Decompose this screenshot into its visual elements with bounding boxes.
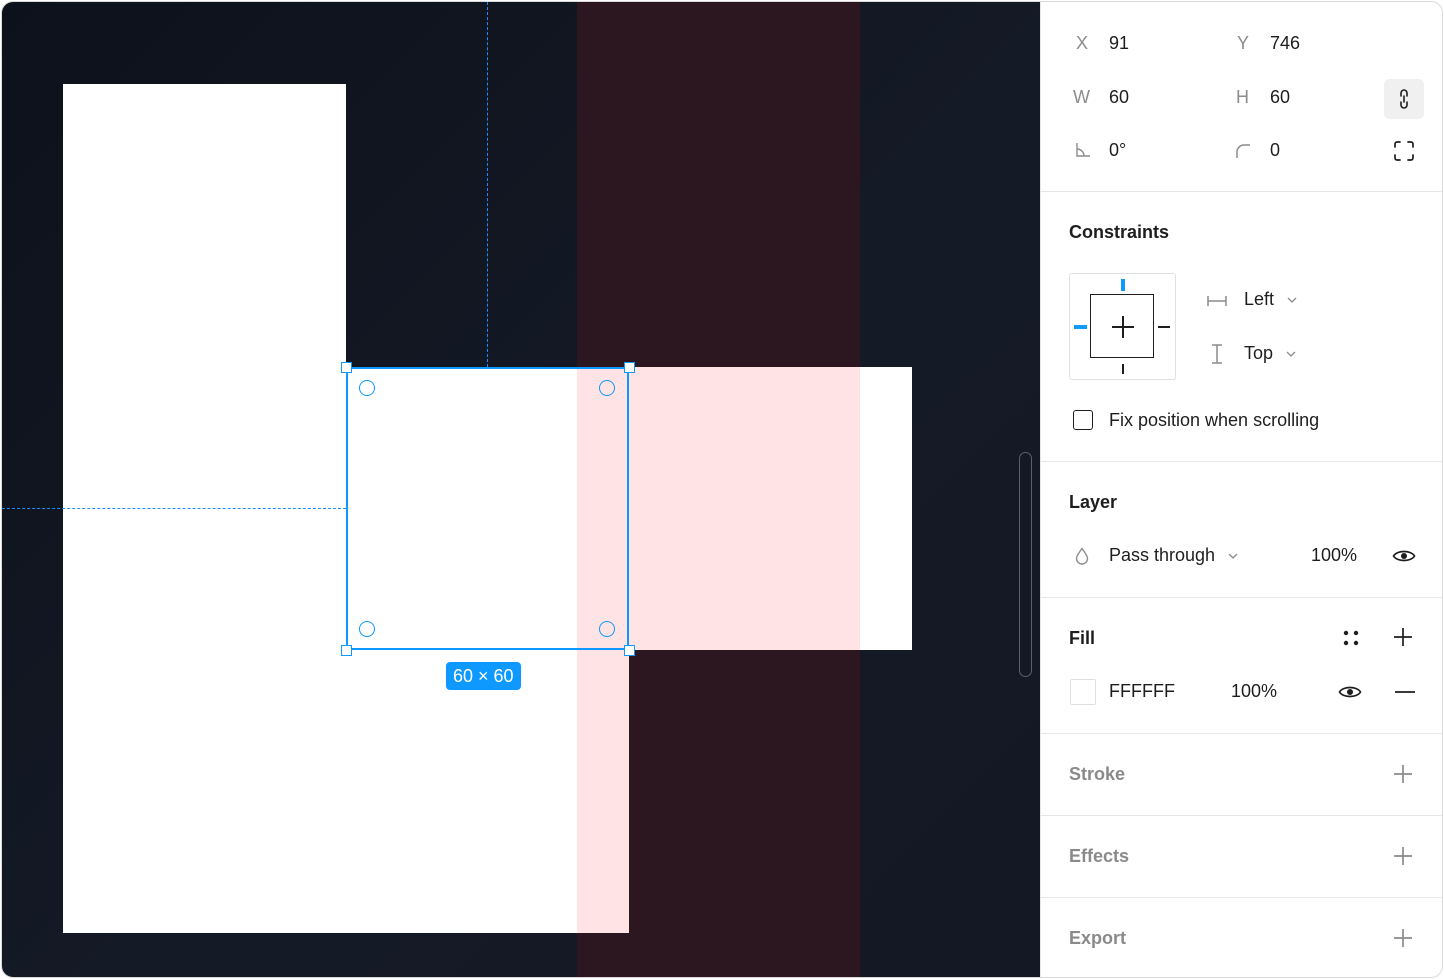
effects-title: Effects — [1069, 846, 1130, 866]
export-section: Export — [1041, 898, 1442, 977]
resize-handle-top-left[interactable] — [341, 362, 352, 373]
selection-box[interactable] — [346, 367, 629, 650]
add-stroke-icon[interactable] — [1393, 764, 1413, 784]
fix-position-label: Fix position when scrolling — [1109, 410, 1320, 430]
chevron-down-icon — [1228, 553, 1238, 560]
x-input[interactable]: 91 — [1109, 33, 1130, 53]
horizontal-constraint-icon — [1207, 296, 1227, 306]
resize-handle-bottom-left[interactable] — [341, 645, 352, 656]
w-label: W — [1073, 87, 1090, 107]
corner-radius-handle-bottom-right[interactable] — [599, 621, 615, 637]
stroke-section: Stroke — [1041, 734, 1442, 816]
canvas-scrollbar[interactable] — [1019, 452, 1032, 677]
corners-icon[interactable] — [1393, 140, 1415, 162]
horizontal-guide — [2, 508, 346, 509]
fill-title: Fill — [1069, 628, 1095, 648]
remove-fill-icon[interactable] — [1395, 691, 1415, 693]
fill-opacity-input[interactable]: 100% — [1231, 681, 1278, 701]
vertical-guide — [487, 2, 488, 367]
constraint-right[interactable] — [1158, 326, 1170, 328]
corner-radius-input[interactable]: 0 — [1270, 140, 1281, 160]
chevron-down-icon — [1287, 297, 1297, 304]
add-effect-icon[interactable] — [1393, 846, 1413, 866]
properties-panel: X 91 Y 746 W 60 H 60 0° 0 — [1040, 2, 1442, 977]
horizontal-constraint-value: Left — [1244, 289, 1275, 309]
corner-radius-handle-bottom-left[interactable] — [359, 621, 375, 637]
blend-mode-value: Pass through — [1109, 545, 1216, 565]
add-export-icon[interactable] — [1393, 928, 1413, 948]
rotation-input[interactable]: 0° — [1109, 140, 1127, 160]
vertical-constraint-icon — [1212, 344, 1222, 364]
w-input[interactable]: 60 — [1109, 87, 1130, 107]
constraint-top-active[interactable] — [1121, 279, 1125, 291]
resize-handle-top-right[interactable] — [624, 362, 635, 373]
position-section: X 91 Y 746 W 60 H 60 0° 0 — [1041, 2, 1442, 192]
corner-radius-handle-top-left[interactable] — [359, 380, 375, 396]
constraints-section: Constraints Left Top — [1041, 192, 1442, 462]
fill-hex-input[interactable]: FFFFFF — [1109, 681, 1175, 701]
y-label: Y — [1237, 33, 1250, 53]
design-canvas[interactable]: 60 × 60 — [2, 2, 1040, 977]
layer-opacity-input[interactable]: 100% — [1311, 545, 1358, 565]
eye-icon[interactable] — [1392, 548, 1416, 564]
effects-section: Effects — [1041, 816, 1442, 898]
corner-radius-icon — [1236, 144, 1250, 158]
constraints-inner-box — [1090, 294, 1154, 358]
rotation-icon — [1076, 143, 1090, 157]
h-input[interactable]: 60 — [1270, 87, 1291, 107]
vertical-constraint-value: Top — [1244, 343, 1274, 363]
white-frame-bottom[interactable] — [63, 650, 629, 933]
layout-grid-overlay — [577, 367, 860, 650]
blend-mode-drop-icon — [1075, 547, 1089, 565]
add-fill-icon[interactable] — [1393, 627, 1413, 647]
stroke-title: Stroke — [1069, 764, 1126, 784]
constraint-bottom[interactable] — [1122, 364, 1124, 374]
fill-color-swatch[interactable] — [1070, 679, 1096, 705]
corner-radius-handle-top-right[interactable] — [599, 380, 615, 396]
chevron-down-icon — [1286, 351, 1296, 358]
constraints-title: Constraints — [1069, 222, 1170, 242]
eye-icon[interactable] — [1338, 684, 1362, 700]
constraints-widget[interactable] — [1069, 273, 1176, 380]
layer-section: Layer Pass through 100% — [1041, 462, 1442, 598]
blend-mode-dropdown[interactable]: Pass through — [1109, 545, 1238, 566]
y-input[interactable]: 746 — [1270, 33, 1301, 53]
resize-handle-bottom-right[interactable] — [624, 645, 635, 656]
link-icon — [1400, 89, 1408, 109]
constraint-center-v[interactable] — [1122, 316, 1124, 338]
constrain-proportions-button[interactable] — [1384, 79, 1424, 119]
dimension-badge: 60 × 60 — [446, 662, 521, 690]
layer-title: Layer — [1069, 492, 1118, 512]
vertical-constraint-dropdown[interactable]: Top — [1244, 343, 1296, 364]
fix-position-checkbox[interactable] — [1073, 410, 1093, 430]
layout-grid-overlay — [577, 650, 629, 933]
constraint-left-active[interactable] — [1074, 325, 1087, 329]
h-label: H — [1236, 87, 1249, 107]
fill-section: Fill FFFFFF 100% — [1041, 598, 1442, 734]
export-title: Export — [1069, 928, 1127, 948]
x-label: X — [1076, 33, 1089, 53]
styles-grid-icon[interactable] — [1342, 629, 1360, 647]
horizontal-constraint-dropdown[interactable]: Left — [1244, 289, 1297, 310]
